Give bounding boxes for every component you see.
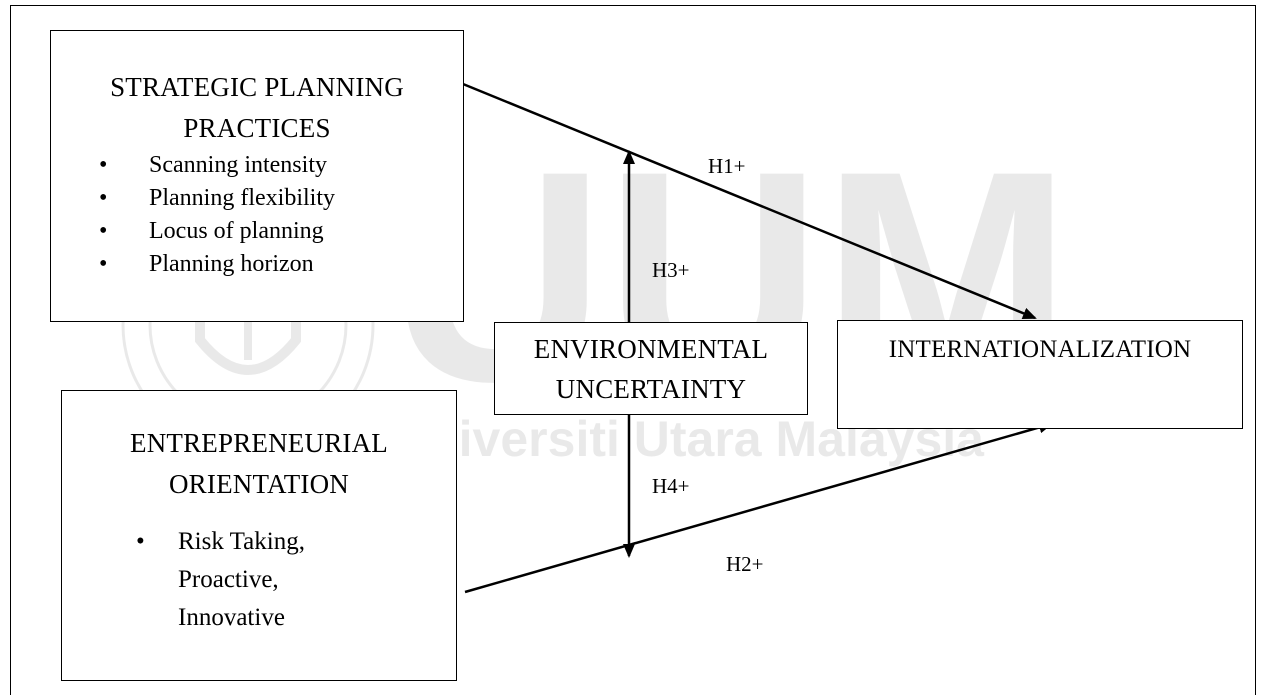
arrow-h2 — [464, 421, 1053, 594]
label-h1: H1+ — [708, 154, 746, 178]
list-item: Proactive, — [178, 566, 279, 593]
label-h3: H3+ — [652, 258, 690, 282]
list-item: Scanning intensity — [99, 149, 463, 182]
list-item: Planning flexibility — [99, 182, 463, 215]
entrepreneurial-title-line2: ORIENTATION — [168, 469, 349, 499]
entrepreneurial-title: ENTREPRENEURIAL ORIENTATION — [62, 391, 456, 505]
strategic-planning-title-line1: STRATEGIC PLANNING — [110, 72, 404, 102]
environmental-uncertainty-box: ENVIRONMENTAL UNCERTAINTY — [494, 322, 808, 415]
strategic-planning-box: STRATEGIC PLANNING PRACTICES Scanning in… — [50, 30, 464, 322]
strategic-planning-title-line2: PRACTICES — [183, 113, 331, 143]
environmental-title-line1: ENVIRONMENTAL — [533, 334, 769, 364]
list-item: Locus of planning — [99, 215, 463, 248]
entrepreneurial-orientation-box: ENTREPRENEURIAL ORIENTATION • Risk Takin… — [61, 390, 457, 681]
bullet-icon: • — [136, 528, 145, 555]
list-item: Risk Taking, — [178, 528, 305, 555]
list-item: Innovative — [178, 604, 285, 631]
label-h4: H4+ — [652, 474, 690, 498]
strategic-planning-title: STRATEGIC PLANNING PRACTICES — [51, 31, 463, 149]
page-frame — [10, 5, 1256, 695]
internationalization-title: INTERNATIONALIZATION — [888, 336, 1192, 363]
internationalization-box: INTERNATIONALIZATION — [837, 320, 1243, 429]
entrepreneurial-title-line1: ENTREPRENEURIAL — [130, 428, 388, 458]
entrepreneurial-list: • Risk Taking, Proactive, Innovative — [136, 523, 456, 637]
environmental-title-line2: UNCERTAINTY — [555, 374, 747, 404]
arrow-h1 — [462, 82, 1037, 320]
list-item: Planning horizon — [99, 248, 463, 281]
environmental-uncertainty-title: ENVIRONMENTAL UNCERTAINTY — [495, 323, 807, 409]
strategic-planning-list: Scanning intensity Planning flexibility … — [99, 149, 463, 281]
label-h2: H2+ — [726, 552, 764, 576]
